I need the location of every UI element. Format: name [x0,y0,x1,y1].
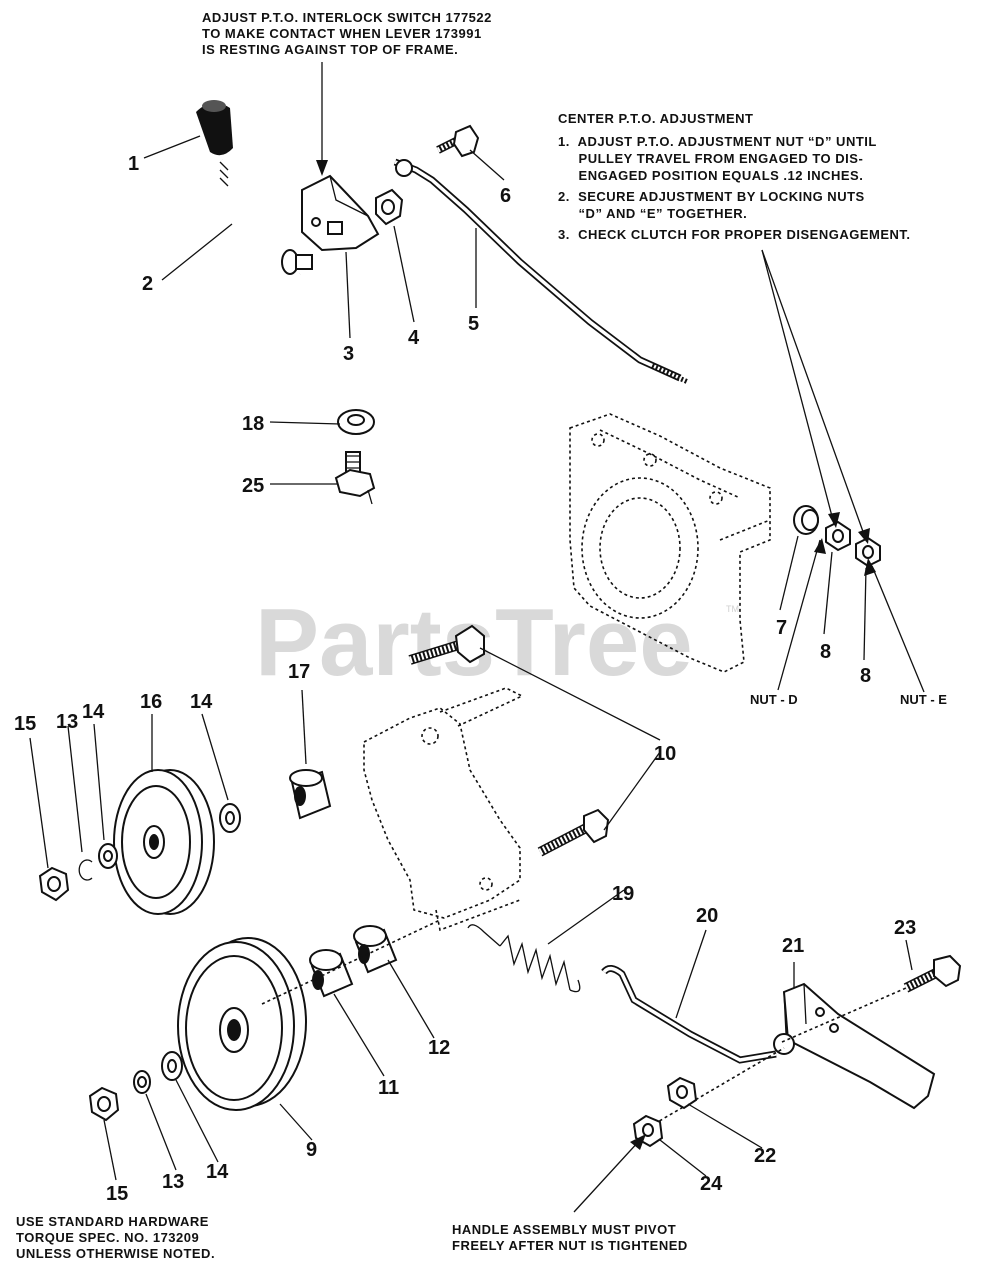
callout-13-lower: 13 [162,1171,184,1193]
part-10-bolt-lower [537,808,610,857]
part-16-pulley [113,769,215,915]
callout-13-upper: 13 [56,711,78,733]
callout-14-lower: 14 [206,1161,229,1183]
annotation-arrows [316,62,925,1213]
callout-25: 25 [242,475,264,497]
part-21-plate [773,982,936,1110]
callout-4: 4 [408,327,420,349]
callout-24: 24 [700,1173,723,1195]
callout-10: 10 [654,743,676,765]
part-25-fitting [334,451,376,505]
callout-9: 9 [306,1139,317,1161]
part-17-spacer [289,769,332,820]
part-6-bolt [436,124,480,158]
callout-20: 20 [696,905,718,927]
callout-21: 21 [782,935,804,957]
note-interlock-line: IS RESTING AGAINST TOP OF FRAME. [202,42,459,57]
callout-8-nut-d: 8 [820,641,831,663]
part-3-interlock-switch [301,174,380,252]
watermark-tm: TM [726,604,739,614]
part-15-nut-lower [88,1086,120,1122]
idler-bracket [363,687,524,932]
note-handle-assembly: HANDLE ASSEMBLY MUST PIVOT FREELY AFTER … [452,1222,688,1254]
callout-23: 23 [894,917,916,939]
axis-line-plate [781,987,907,1043]
part-10-bolt-upper [408,624,485,665]
note-hardware: USE STANDARD HARDWARE TORQUE SPEC. NO. 1… [16,1214,215,1262]
axis-line-handle [643,1047,785,1131]
part-13-e-clip-upper [78,859,93,881]
pto-bracket-housing [569,413,771,673]
part-7-washer [793,505,819,535]
part-1-knob [196,100,233,156]
callout-1: 1 [128,153,139,175]
note-center-pto-title: CENTER P.T.O. ADJUSTMENT [558,111,754,126]
callout-5: 5 [468,313,479,335]
callout-14-upper-left: 14 [82,701,105,723]
callout-6: 6 [500,185,511,207]
note-interlock-line: TO MAKE CONTACT WHEN LEVER 173991 [202,26,482,41]
part-5-rod [393,158,690,385]
axis-line-pulley [261,919,441,1005]
note-step-line: 1. ADJUST P.T.O. ADJUSTMENT NUT “D” UNTI… [558,134,877,149]
callout-12: 12 [428,1037,450,1059]
part-9-pulley [177,937,307,1111]
part-23-bolt [903,954,962,993]
callout-14-upper-right: 14 [190,691,213,713]
part-22-nut [666,1076,698,1110]
part-18-nut [337,409,375,435]
part-11-bushing [309,949,354,998]
callout-7: 7 [776,617,787,639]
note-hardware-line: UNLESS OTHERWISE NOTED. [16,1246,216,1261]
callout-17: 17 [288,661,310,683]
callout-18: 18 [242,413,264,435]
part-8-nut-d [825,520,851,552]
callout-16: 16 [140,691,162,713]
callout-3: 3 [343,343,354,365]
callout-11: 11 [378,1077,399,1099]
part-15-nut-upper [38,866,70,902]
callout-19: 19 [612,883,634,905]
note-step-line: 3. CHECK CLUTCH FOR PROPER DISENGAGEMENT… [558,227,911,242]
note-handle-line: HANDLE ASSEMBLY MUST PIVOT [452,1222,677,1237]
note-interlock-switch: ADJUST P.T.O. INTERLOCK SWITCH 177522 TO… [202,10,492,58]
part-13-e-clip-lower [133,1070,151,1094]
part-4-nut [375,188,404,226]
callout-22: 22 [754,1145,776,1167]
note-step-line: “D” AND “E” TOGETHER. [558,206,748,221]
part-12-bushing [353,925,398,974]
note-step-line: ENGAGED POSITION EQUALS .12 INCHES. [558,168,864,183]
note-step-line: PULLEY TRAVEL FROM ENGAGED TO DIS- [558,151,864,166]
note-interlock-line: ADJUST P.T.O. INTERLOCK SWITCH 177522 [202,10,492,25]
label-nut-d: NUT - D [750,692,798,707]
note-handle-line: FREELY AFTER NUT IS TIGHTENED [452,1238,688,1253]
note-hardware-line: TORQUE SPEC. NO. 173209 [16,1230,200,1245]
note-center-pto-adjustment: CENTER P.T.O. ADJUSTMENT 1. ADJUST P.T.O… [558,110,911,243]
callout-2: 2 [142,273,153,295]
part-19-spring [467,924,581,993]
label-nut-e: NUT - E [900,692,947,707]
callout-8-nut-e: 8 [860,665,871,687]
part-2-lever [219,159,313,283]
leader-lines [29,135,913,1181]
callout-15-upper: 15 [14,713,36,735]
callout-15-lower: 15 [106,1183,128,1205]
part-20-handle [601,965,777,1064]
part-14-washer-upper-right [219,803,241,833]
note-hardware-line: USE STANDARD HARDWARE [16,1214,209,1229]
note-step-line: 2. SECURE ADJUSTMENT BY LOCKING NUTS [558,189,865,204]
part-14-washer-lower [161,1051,183,1081]
part-14-washer-upper-left [98,843,118,869]
